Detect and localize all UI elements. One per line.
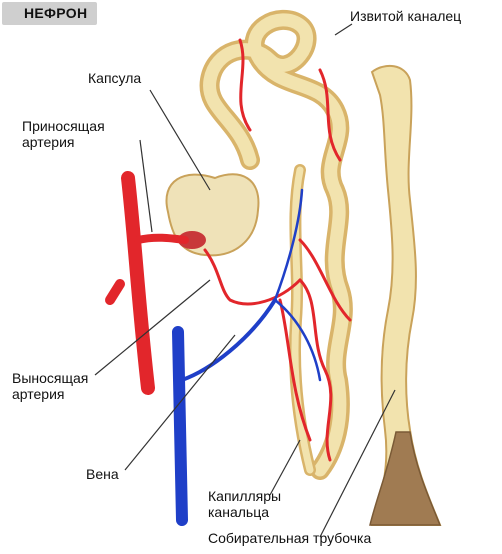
label-afferent-artery-line1: Приносящая <box>22 118 105 134</box>
diagram-title: НЕФРОН <box>2 2 97 25</box>
label-efferent-artery-line2: артерия <box>12 386 65 402</box>
label-vein: Вена <box>86 466 119 482</box>
label-convoluted-tubule: Извитой каналец <box>350 8 461 24</box>
label-afferent-artery-line2: артерия <box>22 134 75 150</box>
label-capillaries-line1: Капилляры <box>208 488 281 504</box>
label-efferent-artery-line1: Выносящая <box>12 370 88 386</box>
collecting-duct <box>370 66 440 525</box>
label-capillaries-line2: канальца <box>208 504 269 520</box>
label-capsule: Капсула <box>88 70 141 86</box>
label-collecting-duct: Собирательная трубочка <box>208 530 371 546</box>
